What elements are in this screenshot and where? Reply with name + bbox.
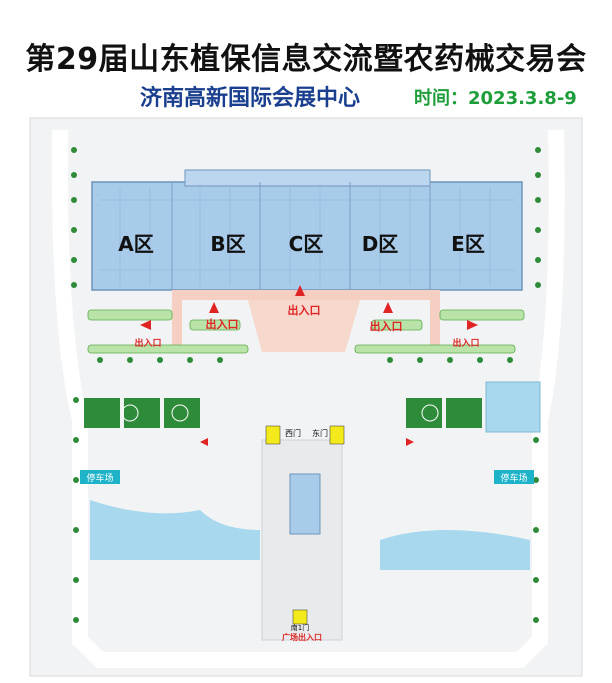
- parking-right-label: 停车场: [500, 472, 527, 484]
- east-gate-sign: [329, 425, 345, 445]
- sports-fields: [84, 398, 482, 428]
- page-title: 第29届山东植保信息交流暨农药械交易会: [25, 42, 587, 77]
- central-square: [289, 473, 321, 535]
- parking-left-label: 停车场: [86, 472, 113, 484]
- venue-name: 济南高新国际会展中心: [140, 86, 361, 111]
- hall-a-label: A区: [118, 232, 153, 256]
- south-gate-sign: [292, 609, 308, 625]
- central-avenue: [261, 439, 343, 641]
- right-entrance-label: 出入口: [370, 319, 403, 333]
- hall-b-label: B区: [210, 232, 245, 256]
- south-gate-label: 南1门: [291, 623, 309, 632]
- plaza-entrance-label: 广场出入口: [282, 632, 322, 642]
- east-gate-label: 东门: [312, 428, 328, 438]
- west-gate-sign: [265, 425, 281, 445]
- east-building: [485, 381, 541, 433]
- entrance-arrows: [140, 285, 478, 446]
- east-side-entrance-label: 出入口: [452, 337, 479, 349]
- left-entrance-label: 出入口: [206, 317, 239, 331]
- pond-east: [380, 530, 530, 570]
- perimeter-road: [51, 129, 565, 668]
- west-side-entrance-label: 出入口: [134, 337, 161, 349]
- hall-c-label: C区: [289, 232, 324, 256]
- event-date: 时间：2023.3.8-9: [414, 88, 577, 109]
- main-entrance-label: 出入口: [288, 303, 321, 317]
- central-plaza: [248, 300, 360, 352]
- lawn-strips: [87, 309, 525, 354]
- hall-e-label: E区: [451, 232, 485, 256]
- west-gate-label: 西门: [285, 428, 301, 438]
- parking-left-sign: [80, 470, 120, 484]
- parking-right-sign: [494, 470, 534, 484]
- pond-west: [90, 500, 260, 560]
- exhibition-hall: [91, 169, 523, 291]
- hall-d-label: D区: [362, 232, 399, 256]
